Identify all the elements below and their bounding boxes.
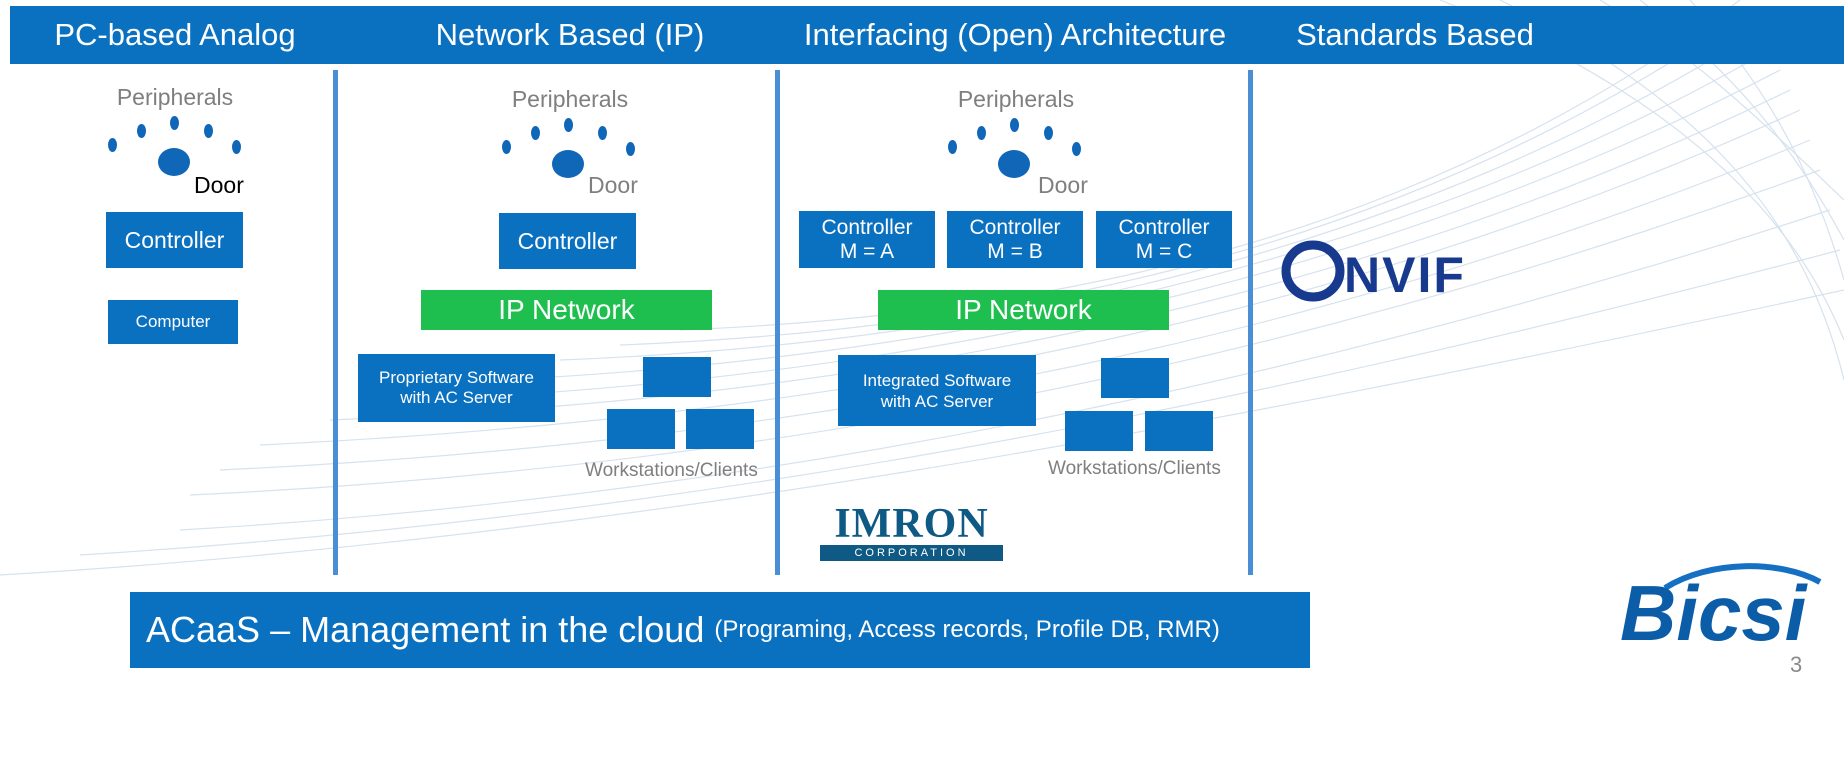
onvif-logo-text: NVIF — [1344, 247, 1466, 303]
controller-mode: M = A — [839, 239, 895, 263]
column-divider-1 — [333, 70, 338, 575]
header-bar — [10, 6, 1844, 64]
proprietary-software-box: Proprietary Software with AC Server — [358, 354, 555, 422]
peripheral-dot — [1072, 142, 1081, 156]
ip-network-bar: IP Network — [421, 290, 712, 330]
peripheral-dot — [1044, 126, 1053, 140]
controller-box-c: Controller M = C — [1096, 211, 1232, 268]
peripheral-dot — [598, 126, 607, 140]
door-label: Door — [588, 172, 638, 198]
column-title-standards-based: Standards Based — [1296, 17, 1534, 52]
door-label: Door — [194, 172, 244, 198]
onvif-o-icon — [1281, 240, 1345, 302]
workstation-box — [1101, 358, 1169, 398]
workstation-box — [1145, 411, 1213, 451]
footer-subtitle: (Programing, Access records, Profile DB,… — [714, 616, 1220, 643]
column-title-pc-analog: PC-based Analog — [54, 17, 296, 52]
peripheral-dot — [204, 124, 213, 138]
column-divider-2 — [775, 70, 780, 575]
workstation-box — [607, 409, 675, 449]
door-dot — [552, 150, 584, 178]
peripheral-dot — [170, 116, 179, 130]
controller-box-a: Controller M = A — [799, 211, 935, 268]
peripheral-dot — [108, 138, 117, 152]
column-title-open-architecture: Interfacing (Open) Architecture — [803, 17, 1227, 52]
door-dot — [158, 148, 190, 176]
controller-mode: M = C — [1135, 239, 1193, 263]
column-title-network-ip: Network Based (IP) — [435, 17, 705, 52]
door-dot — [998, 150, 1030, 178]
peripherals-label: Peripherals — [511, 86, 629, 112]
controller-box-b: Controller M = B — [947, 211, 1083, 268]
peripherals-label: Peripherals — [957, 86, 1075, 112]
integrated-software-box: Integrated Software with AC Server — [838, 355, 1036, 426]
column-divider-3 — [1248, 70, 1253, 575]
peripheral-dot — [1010, 118, 1019, 132]
bicsi-arc-icon — [1663, 563, 1822, 590]
imron-logo-text: IMRON — [834, 501, 989, 547]
peripheral-dot — [531, 126, 540, 140]
peripheral-dot — [502, 140, 511, 154]
workstations-label: Workstations/Clients — [585, 460, 758, 481]
controller-mode: M = B — [987, 239, 1043, 263]
peripheral-dot — [564, 118, 573, 132]
controller-label: Controller — [821, 215, 913, 239]
bicsi-logo-text: Bicsi — [1620, 569, 1807, 657]
controller-box: Controller — [106, 212, 243, 268]
computer-box: Computer — [108, 300, 238, 344]
peripheral-dot — [948, 140, 957, 154]
controller-label: Controller — [1118, 215, 1210, 239]
bicsi-logo: Bicsi — [1610, 560, 1840, 660]
ip-network-bar: IP Network — [878, 290, 1169, 330]
peripherals-label: Peripherals — [116, 84, 234, 110]
peripheral-dot — [232, 140, 241, 154]
onvif-logo: NVIF — [1278, 232, 1528, 312]
peripheral-dot — [626, 142, 635, 156]
peripheral-dot — [977, 126, 986, 140]
peripheral-dot — [137, 124, 146, 138]
page-number: 3 — [1790, 652, 1803, 677]
footer-banner: ACaaS – Management in the cloud (Program… — [130, 592, 1310, 668]
workstation-box — [643, 357, 711, 397]
controller-label: Controller — [969, 215, 1061, 239]
workstations-label: Workstations/Clients — [1048, 458, 1221, 479]
workstation-box — [1065, 411, 1133, 451]
controller-box: Controller — [499, 213, 636, 269]
imron-logo: IMRON CORPORATION — [820, 501, 1003, 563]
imron-logo-subtext: CORPORATION — [820, 545, 1003, 561]
footer-title: ACaaS – Management in the cloud — [146, 609, 705, 650]
workstation-box — [686, 409, 754, 449]
door-label: Door — [1038, 172, 1088, 198]
